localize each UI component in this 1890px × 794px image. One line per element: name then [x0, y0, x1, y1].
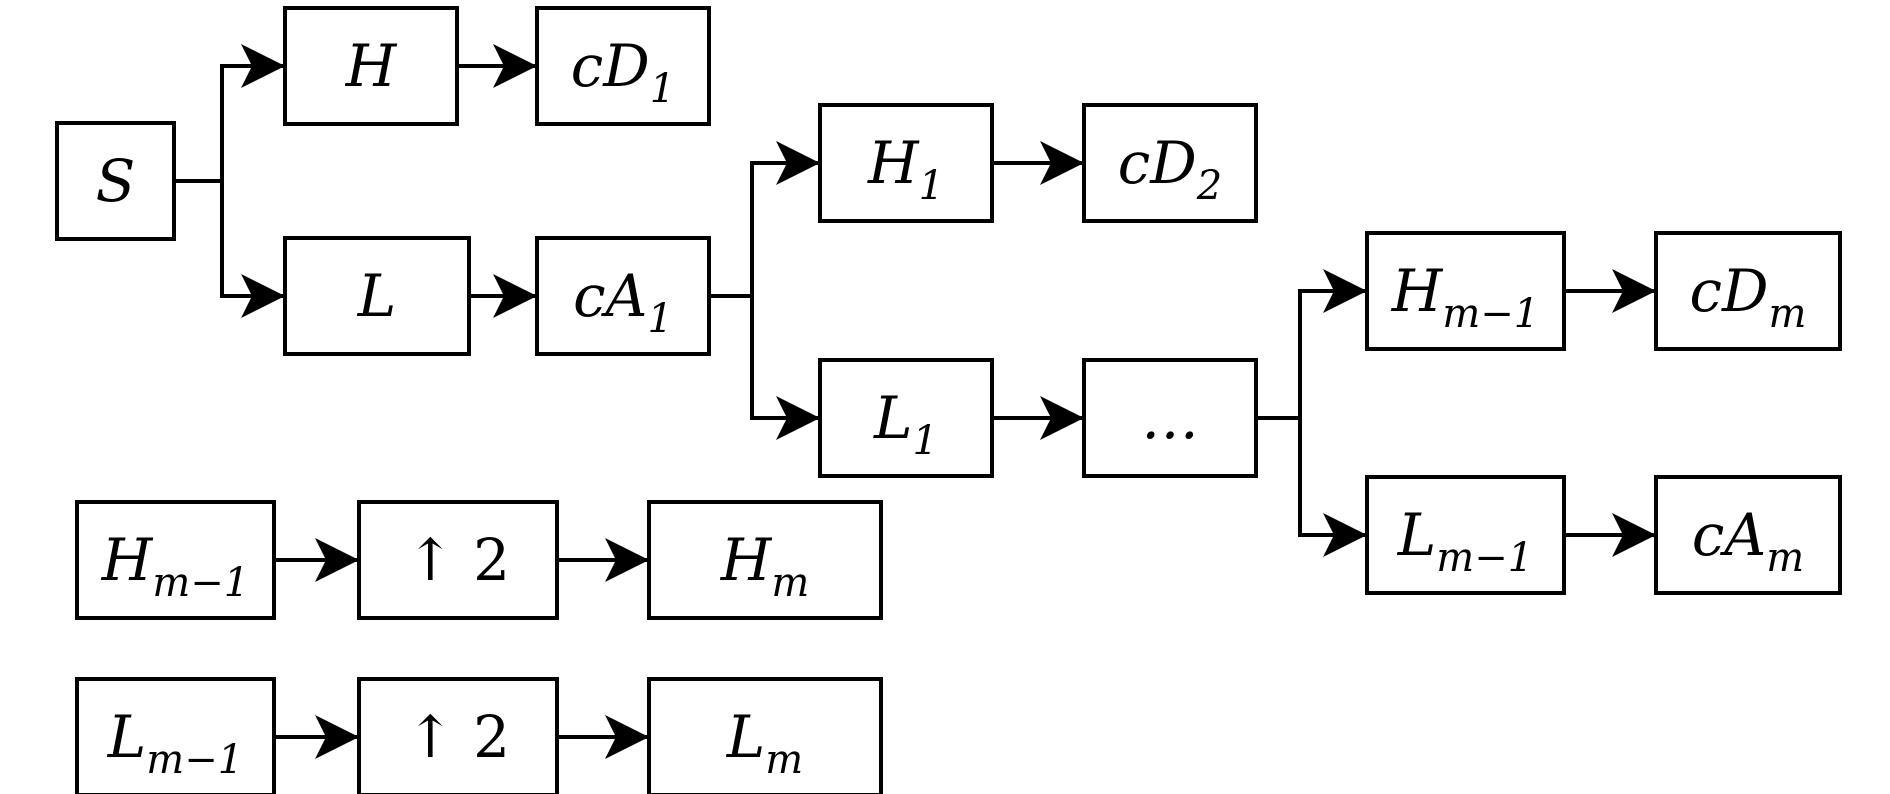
node-label-base: …	[1141, 384, 1199, 452]
node-label-subscript: 1	[919, 163, 944, 209]
node-box	[1365, 475, 1566, 595]
node-label-subscript: m−1	[1436, 535, 1533, 581]
node-label: S	[96, 147, 136, 215]
node-box	[55, 121, 176, 241]
node-box	[283, 6, 459, 126]
node-lm1: Lm−1	[1365, 475, 1566, 595]
node-label-base: L	[357, 262, 397, 330]
edge-dots-to-hm1	[1298, 269, 1367, 418]
node-box	[647, 500, 883, 620]
node-label: L	[357, 262, 397, 330]
node-label-base: L	[873, 384, 913, 452]
node-box	[1654, 231, 1842, 351]
node-label: H1	[867, 129, 944, 209]
node-box	[818, 103, 994, 223]
edge-s-to-l	[220, 181, 285, 318]
node-hm1b: Hm−1	[75, 500, 276, 620]
node-box	[75, 677, 276, 794]
edge-s-to-h	[220, 44, 285, 181]
node-box	[535, 236, 711, 356]
node-box	[1654, 475, 1842, 595]
node-label-subscript: m	[765, 737, 803, 783]
node-label-base: L	[107, 703, 147, 771]
node-label: L1	[873, 384, 938, 464]
node-cd1: cD1	[535, 6, 711, 126]
node-label: cDm	[1690, 257, 1807, 337]
node-label-base: cD	[1118, 129, 1197, 197]
edge-ca1-to-h1	[750, 141, 820, 296]
node-label-base: L	[726, 703, 766, 771]
node-label-subscript: m	[1769, 291, 1807, 337]
node-label: Lm	[726, 703, 803, 783]
node-dots: …	[1082, 358, 1258, 478]
node-label: ↑ 2	[406, 703, 510, 771]
node-label-base: S	[96, 147, 136, 215]
node-label-base: H	[345, 32, 398, 100]
node-s: S	[55, 121, 176, 241]
node-l1: L1	[818, 358, 994, 478]
node-label-base: ↑ 2	[406, 526, 510, 594]
node-label-base: H	[1391, 257, 1444, 325]
node-cam: cAm	[1654, 475, 1842, 595]
node-label-subscript: 1	[647, 296, 672, 342]
node-lm1b: Lm−1	[75, 677, 276, 794]
node-label-subscript: m	[1766, 535, 1804, 581]
node-cd2: cD2	[1082, 103, 1258, 223]
node-box	[357, 677, 559, 794]
node-label: ↑ 2	[406, 526, 510, 594]
node-box	[1082, 358, 1258, 478]
node-label-subscript: 1	[913, 418, 938, 464]
node-label-subscript: m	[771, 560, 809, 606]
node-label: …	[1141, 384, 1199, 452]
node-up2: ↑ 2	[357, 677, 559, 794]
node-box	[283, 236, 471, 356]
node-label-base: cD	[571, 32, 650, 100]
node-label: Hm−1	[1391, 257, 1540, 337]
node-label-subscript: m−1	[152, 560, 249, 606]
node-label: cA1	[573, 262, 673, 342]
node-label-subscript: m−1	[1442, 291, 1539, 337]
edges-layer	[174, 44, 1656, 759]
node-label: Hm	[720, 526, 810, 606]
node-box	[1365, 231, 1566, 351]
node-cdm: cDm	[1654, 231, 1842, 351]
node-l: L	[283, 236, 471, 356]
node-box	[535, 6, 711, 126]
node-label-base: H	[867, 129, 920, 197]
node-label-subscript: 2	[1196, 163, 1222, 209]
node-label: cD1	[571, 32, 675, 112]
edge-ca1-to-l1	[750, 296, 820, 440]
node-ca1: cA1	[535, 236, 711, 356]
node-label: H	[345, 32, 398, 100]
node-label-base: H	[101, 526, 154, 594]
node-box	[75, 500, 276, 620]
node-lm: Lm	[647, 677, 883, 794]
node-h: H	[283, 6, 459, 126]
node-hm: Hm	[647, 500, 883, 620]
node-label-base: ↑ 2	[406, 703, 510, 771]
node-label-base: L	[1397, 501, 1437, 569]
node-label: Hm−1	[101, 526, 250, 606]
node-h1: H1	[818, 103, 994, 223]
node-box	[647, 677, 883, 794]
node-box	[818, 358, 994, 478]
node-box	[1082, 103, 1258, 223]
node-hm1: Hm−1	[1365, 231, 1566, 351]
node-label-base: H	[720, 526, 773, 594]
node-label-subscript: m−1	[146, 737, 243, 783]
node-label: Lm−1	[1397, 501, 1533, 581]
node-up1: ↑ 2	[357, 500, 559, 620]
node-label: cD2	[1118, 129, 1222, 209]
node-label-base: cD	[1690, 257, 1769, 325]
node-box	[357, 500, 559, 620]
node-label: Lm−1	[107, 703, 243, 783]
node-label: cAm	[1692, 501, 1804, 581]
node-label-base: cA	[573, 262, 647, 330]
edge-dots-to-lm1	[1298, 418, 1367, 557]
node-label-subscript: 1	[650, 66, 675, 112]
node-label-base: cA	[1692, 501, 1766, 569]
